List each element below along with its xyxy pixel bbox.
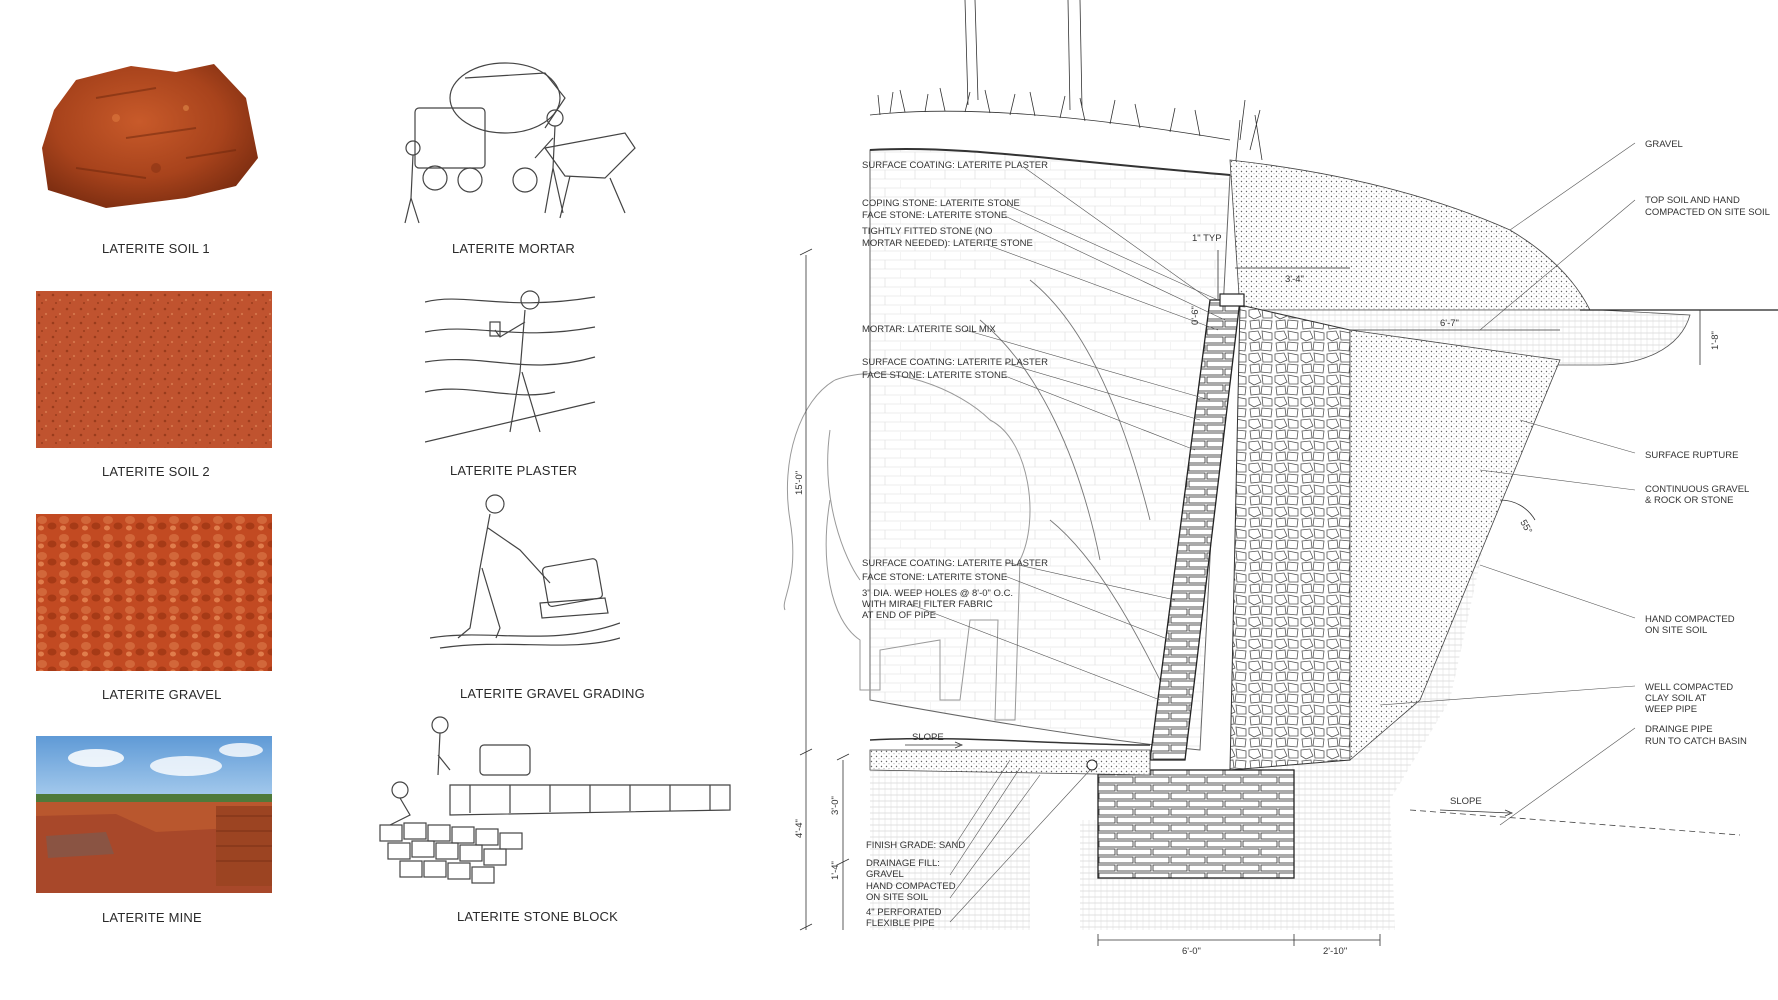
- dim-wall-height: 15'-0": [794, 471, 805, 495]
- label-drainage-fill-1: DRAINAGE FILL:: [866, 858, 940, 869]
- laterite-gravel-caption: LATERITE GRAVEL: [102, 687, 222, 702]
- label-mortar: MORTAR: LATERITE SOIL MIX: [862, 324, 996, 335]
- dim-cap-height: 0'-6": [1190, 306, 1201, 325]
- label-tightly-fitted-1: TIGHTLY FITTED STONE (NO: [862, 226, 992, 237]
- label-surface-rupture: SURFACE RUPTURE: [1645, 450, 1738, 461]
- laterite-plaster-caption: LATERITE PLASTER: [450, 463, 578, 478]
- dim-heel-width: 2'-10": [1323, 946, 1347, 957]
- laterite-soil-2-photo: [36, 291, 272, 448]
- label-face-stone-1: FACE STONE: LATERITE STONE: [862, 210, 1007, 221]
- slope-label-right: SLOPE: [1450, 796, 1482, 807]
- laterite-mine-caption: LATERITE MINE: [102, 910, 202, 925]
- label-drainage-pipe-2: RUN TO CATCH BASIN: [1645, 736, 1747, 747]
- laterite-stone-block-caption: LATERITE STONE BLOCK: [457, 909, 619, 924]
- label-hand-compacted-1: HAND COMPACTED: [866, 881, 956, 892]
- label-hand-compacted-right-2: ON SITE SOIL: [1645, 625, 1707, 636]
- dim-angle: 55°: [1517, 518, 1534, 536]
- label-face-stone-2: FACE STONE: LATERITE STONE: [862, 370, 1007, 381]
- label-drainage-fill-2: GRAVEL: [866, 869, 904, 880]
- label-well-compacted-1: WELL COMPACTED: [1645, 682, 1733, 693]
- label-perforated-pipe-2: FLEXIBLE PIPE: [866, 918, 935, 929]
- label-well-compacted-2: CLAY SOIL AT: [1645, 693, 1707, 704]
- label-perforated-pipe-1: 4" PERFORATED: [866, 907, 942, 918]
- dim-base-depth: 1'-4": [830, 861, 841, 880]
- laterite-mine-photo: [36, 736, 272, 893]
- laterite-gravel-grading-caption: LATERITE GRAVEL GRADING: [460, 686, 645, 701]
- dim-backfill-width: 6'-7": [1440, 318, 1459, 329]
- slope-label-left: SLOPE: [912, 732, 944, 743]
- label-finish-grade: FINISH GRADE: SAND: [866, 840, 965, 851]
- laterite-soil-1-photo: [36, 58, 261, 216]
- laterite-gravel-photo: [36, 514, 272, 671]
- label-continuous-gravel-1: CONTINUOUS GRAVEL: [1645, 484, 1749, 495]
- label-surface-coating-1: SURFACE COATING: LATERITE PLASTER: [862, 160, 1048, 171]
- label-tightly-fitted-2: MORTAR NEEDED): LATERITE STONE: [862, 238, 1033, 249]
- laterite-mortar-caption: LATERITE MORTAR: [452, 241, 575, 256]
- label-face-stone-3: FACE STONE: LATERITE STONE: [862, 572, 1007, 583]
- dim-right-height: 1'-8": [1710, 331, 1721, 350]
- laterite-stone-block-illustration: [370, 715, 740, 900]
- label-weep-holes-3: AT END OF PIPE: [862, 610, 936, 621]
- laterite-gravel-grading-illustration: [429, 488, 621, 658]
- dim-typ: 1" TYP: [1192, 233, 1222, 244]
- laterite-mortar-illustration: [395, 48, 645, 233]
- laterite-soil-1-caption: LATERITE SOIL 1: [102, 241, 210, 256]
- label-continuous-gravel-2: & ROCK OR STONE: [1645, 495, 1734, 506]
- label-hand-compacted-right-1: HAND COMPACTED: [1645, 614, 1735, 625]
- label-hand-compacted-2: ON SITE SOIL: [866, 892, 928, 903]
- label-well-compacted-3: WEEP PIPE: [1645, 704, 1697, 715]
- label-surface-coating-3: SURFACE COATING: LATERITE PLASTER: [862, 558, 1048, 569]
- label-surface-coating-2: SURFACE COATING: LATERITE PLASTER: [862, 357, 1048, 368]
- dim-footing-width: 6'-0": [1182, 946, 1201, 957]
- laterite-plaster-illustration: [424, 282, 605, 452]
- label-top-soil-1: TOP SOIL AND HAND: [1645, 195, 1740, 206]
- dim-total-below: 4'-4": [794, 819, 805, 838]
- label-top-soil-2: COMPACTED ON SITE SOIL: [1645, 207, 1770, 218]
- laterite-soil-2-caption: LATERITE SOIL 2: [102, 464, 210, 479]
- label-coping-stone: COPING STONE: LATERITE STONE: [862, 198, 1020, 209]
- dim-footing-height: 3'-0": [830, 796, 841, 815]
- label-drainage-pipe-1: DRAINGE PIPE: [1645, 724, 1713, 735]
- label-gravel: GRAVEL: [1645, 139, 1683, 150]
- label-weep-holes-1: 3" DIA. WEEP HOLES @ 8'-0" O.C.: [862, 588, 1013, 599]
- label-weep-holes-2: WITH MIRAFI FILTER FABRIC: [862, 599, 993, 610]
- dim-top-width: 3'-4": [1285, 274, 1304, 285]
